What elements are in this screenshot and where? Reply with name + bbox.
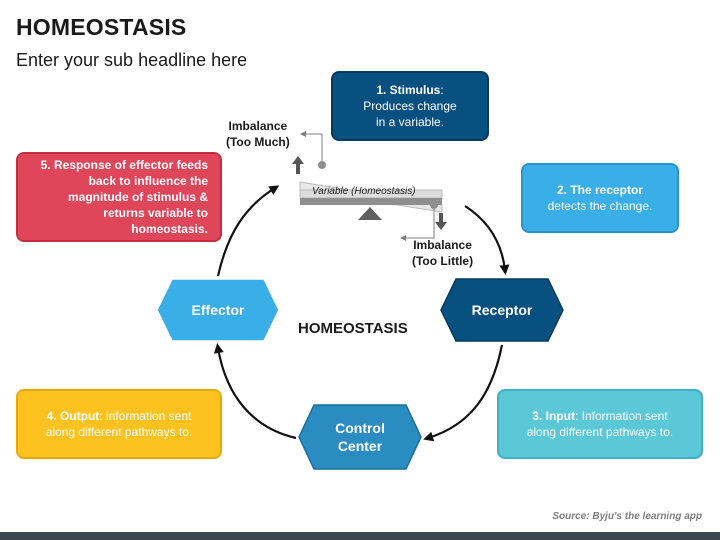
stimulus-head: 1. Stimulus [376,83,441,97]
arrow-receptor-to-control [423,344,504,442]
output-head: 4. Output [46,409,100,423]
effector-hexagon: Effector [156,278,280,342]
receptor-note-text: detects the change. [547,199,653,213]
control-label-line-2: Center [337,438,383,454]
stimulus-text-2: in a variable. [375,115,445,129]
stimulus-text-1: Produces change [363,99,457,113]
imbalance-too-little-label: Imbalance (Too Little) [412,237,473,269]
response-line-3: magnitude of stimulus & [67,190,208,204]
output-text-2: along different pathways to. [45,425,193,439]
arrow-control-to-effector [213,343,297,440]
variable-label: Variable (Homeostasis) [312,186,416,197]
control-center-hexagon-shape [298,404,422,470]
receptor-label: Receptor [471,302,533,318]
arrow-down-icon [435,213,447,230]
imbalance-high-line2: (Too Much) [226,135,290,149]
response-line-2: back to influence the [88,174,208,188]
balance-scale-icon [292,131,447,241]
input-box: 3. Input: Information sent along differe… [497,389,703,459]
response-box: 5. Response of effector feeds back to in… [16,152,222,242]
control-label-line-1: Control [335,420,385,436]
imbalance-high-line1: Imbalance [228,119,288,133]
center-label: HOMEOSTASIS [298,320,408,337]
receptor-note-head: 2. The receptor [556,183,644,197]
page-subtitle: Enter your sub headline here [16,50,248,70]
page-title: HOMEOSTASIS [16,14,187,40]
response-line-1: 5. Response of effector feeds [40,158,208,172]
imbalance-low-line1: Imbalance [413,238,472,252]
arrow-effector-to-stimulus [216,185,280,277]
input-head: 3. Input [532,409,575,423]
receptor-hexagon-shape [440,278,564,342]
output-box: 4. Output: information sent along differ… [16,389,222,459]
footer-bar [0,532,720,540]
control-center-hexagon: Control Center [298,404,422,470]
source-note: Source: Byju's the learning app [552,511,702,522]
input-text-1: Information sent [581,409,668,423]
arrow-up-icon [292,156,304,174]
receptor-hexagon: Receptor [440,278,564,342]
imbalance-low-line2: (Too Little) [412,254,474,268]
input-text-2: along different pathways to. [526,425,674,439]
effector-hexagon-shape [156,278,280,342]
response-line-4: returns variable to homeostasis. [103,206,208,236]
output-text-1: information sent [105,409,192,423]
receptor-note-box: 2. The receptor detects the change. [521,163,679,233]
effector-label: Effector [191,302,245,318]
control-center-label: Control Center [335,419,385,455]
stimulus-box: 1. Stimulus: Produces change in a variab… [331,71,489,141]
imbalance-too-much-label: Imbalance (Too Much) [226,118,290,150]
arrow-stimulus-to-receptor [464,205,510,275]
